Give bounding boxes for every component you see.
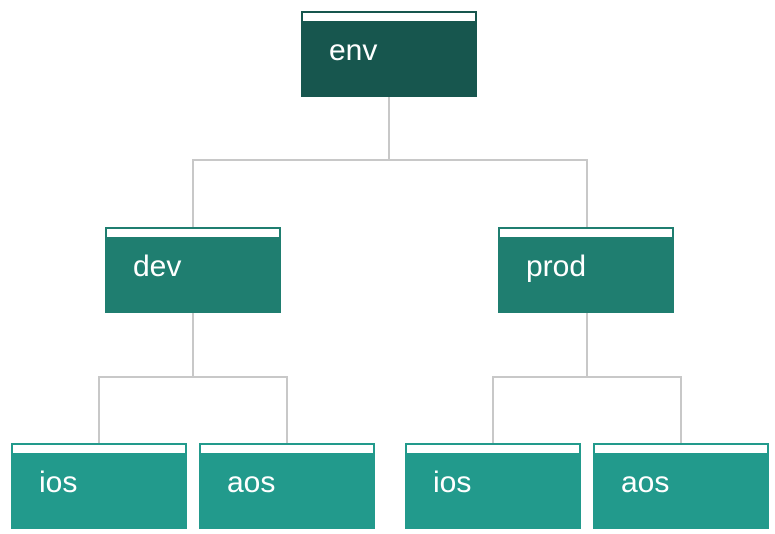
folder-label: aos <box>227 466 276 499</box>
connector-dev-bar <box>98 376 288 378</box>
connector-to-prod-aos <box>680 376 682 443</box>
folder-label: ios <box>39 466 78 499</box>
folder-body <box>498 237 674 313</box>
folder-tab-icon <box>498 227 674 237</box>
folder-body <box>593 453 769 529</box>
connector-prod-bar <box>492 376 682 378</box>
folder-tab-icon <box>11 443 187 453</box>
folder-node-dev-aos[interactable]: aos <box>199 443 375 529</box>
folder-tab-icon <box>301 11 477 21</box>
folder-node-prod[interactable]: prod <box>498 227 674 313</box>
folder-tab-icon <box>105 227 281 237</box>
folder-body <box>199 453 375 529</box>
folder-node-prod-ios[interactable]: ios <box>405 443 581 529</box>
folder-tab-icon <box>405 443 581 453</box>
folder-body <box>11 453 187 529</box>
folder-tab-icon <box>593 443 769 453</box>
connector-prod-stem <box>586 313 588 377</box>
connector-env-stem <box>388 97 390 161</box>
connector-to-prod-ios <box>492 376 494 443</box>
folder-node-env[interactable]: env <box>301 11 477 97</box>
folder-node-prod-aos[interactable]: aos <box>593 443 769 529</box>
folder-tab-icon <box>199 443 375 453</box>
folder-body <box>301 21 477 97</box>
connector-to-dev-aos <box>286 376 288 443</box>
connector-to-dev-ios <box>98 376 100 443</box>
connector-to-prod <box>586 159 588 227</box>
folder-label: prod <box>526 250 587 283</box>
folder-node-dev[interactable]: dev <box>105 227 281 313</box>
connector-dev-stem <box>192 313 194 377</box>
folder-label: env <box>329 34 378 67</box>
folder-node-dev-ios[interactable]: ios <box>11 443 187 529</box>
folder-body <box>105 237 281 313</box>
folder-body <box>405 453 581 529</box>
connector-to-dev <box>192 159 194 227</box>
folder-label: dev <box>133 250 182 283</box>
connector-env-bar <box>192 159 588 161</box>
folder-label: ios <box>433 466 472 499</box>
folder-label: aos <box>621 466 670 499</box>
